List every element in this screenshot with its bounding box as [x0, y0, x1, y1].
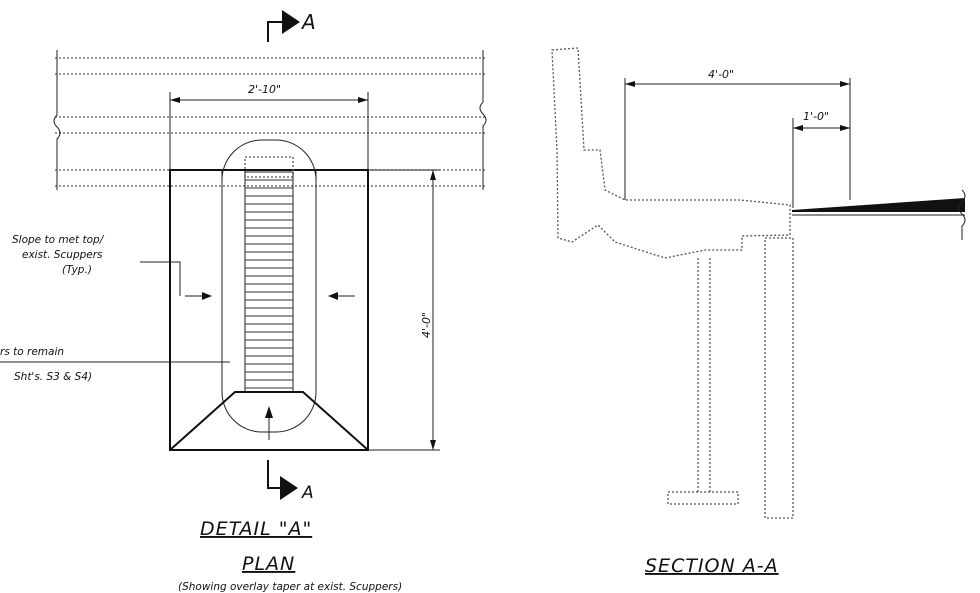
section-marker-bottom-label: A — [301, 483, 314, 503]
section-dim-taper-label: 1'-0" — [803, 110, 829, 123]
plan-view: A 2'-10" — [0, 10, 487, 593]
overlay-taper-outline — [169, 169, 369, 451]
dimension-height: 4'-0" — [368, 169, 440, 451]
note-slope: Slope to met top/ exist. Scuppers (Typ.) — [12, 234, 181, 296]
taper-lines — [169, 170, 369, 451]
existing-post — [764, 237, 794, 519]
scupper-grate — [244, 171, 294, 393]
note-remain-line1: rs to remain — [0, 346, 64, 358]
slope-arrows — [185, 292, 355, 440]
section-marker-top-label: A — [300, 10, 316, 34]
section-dim-overall-label: 4'-0" — [708, 68, 734, 81]
plan-caption: (Showing overlay taper at exist. Scupper… — [178, 581, 402, 593]
section-marker-bottom: A — [267, 460, 314, 503]
section-view: 4'-0" 1'-0" SECTION A-A — [551, 47, 966, 577]
dimension-height-label: 4'-0" — [420, 312, 433, 338]
overlay-taper — [792, 189, 966, 240]
section-marker-top: A — [267, 10, 316, 42]
section-dim-overall: 4'-0" — [624, 68, 851, 200]
title-detail: DETAIL "A" — [200, 518, 312, 540]
existing-barrier-deck — [551, 47, 791, 259]
scupper-dashed-top — [244, 156, 294, 178]
title-section: SECTION A-A — [645, 555, 779, 577]
dimension-width: 2'-10" — [169, 83, 369, 170]
deck-edge-lines — [53, 50, 487, 190]
note-slope-line1: Slope to met top/ — [12, 234, 105, 246]
note-slope-line3: (Typ.) — [62, 264, 92, 276]
section-dim-taper: 1'-0" — [792, 110, 851, 208]
note-remain: rs to remain Sht's. S3 & S4) — [0, 346, 230, 383]
dimension-width-label: 2'-10" — [248, 83, 281, 96]
note-remain-line2: Sht's. S3 & S4) — [14, 371, 92, 383]
title-plan: PLAN — [242, 553, 295, 575]
note-slope-line2: exist. Scuppers — [22, 249, 103, 261]
existing-girder — [667, 258, 739, 505]
